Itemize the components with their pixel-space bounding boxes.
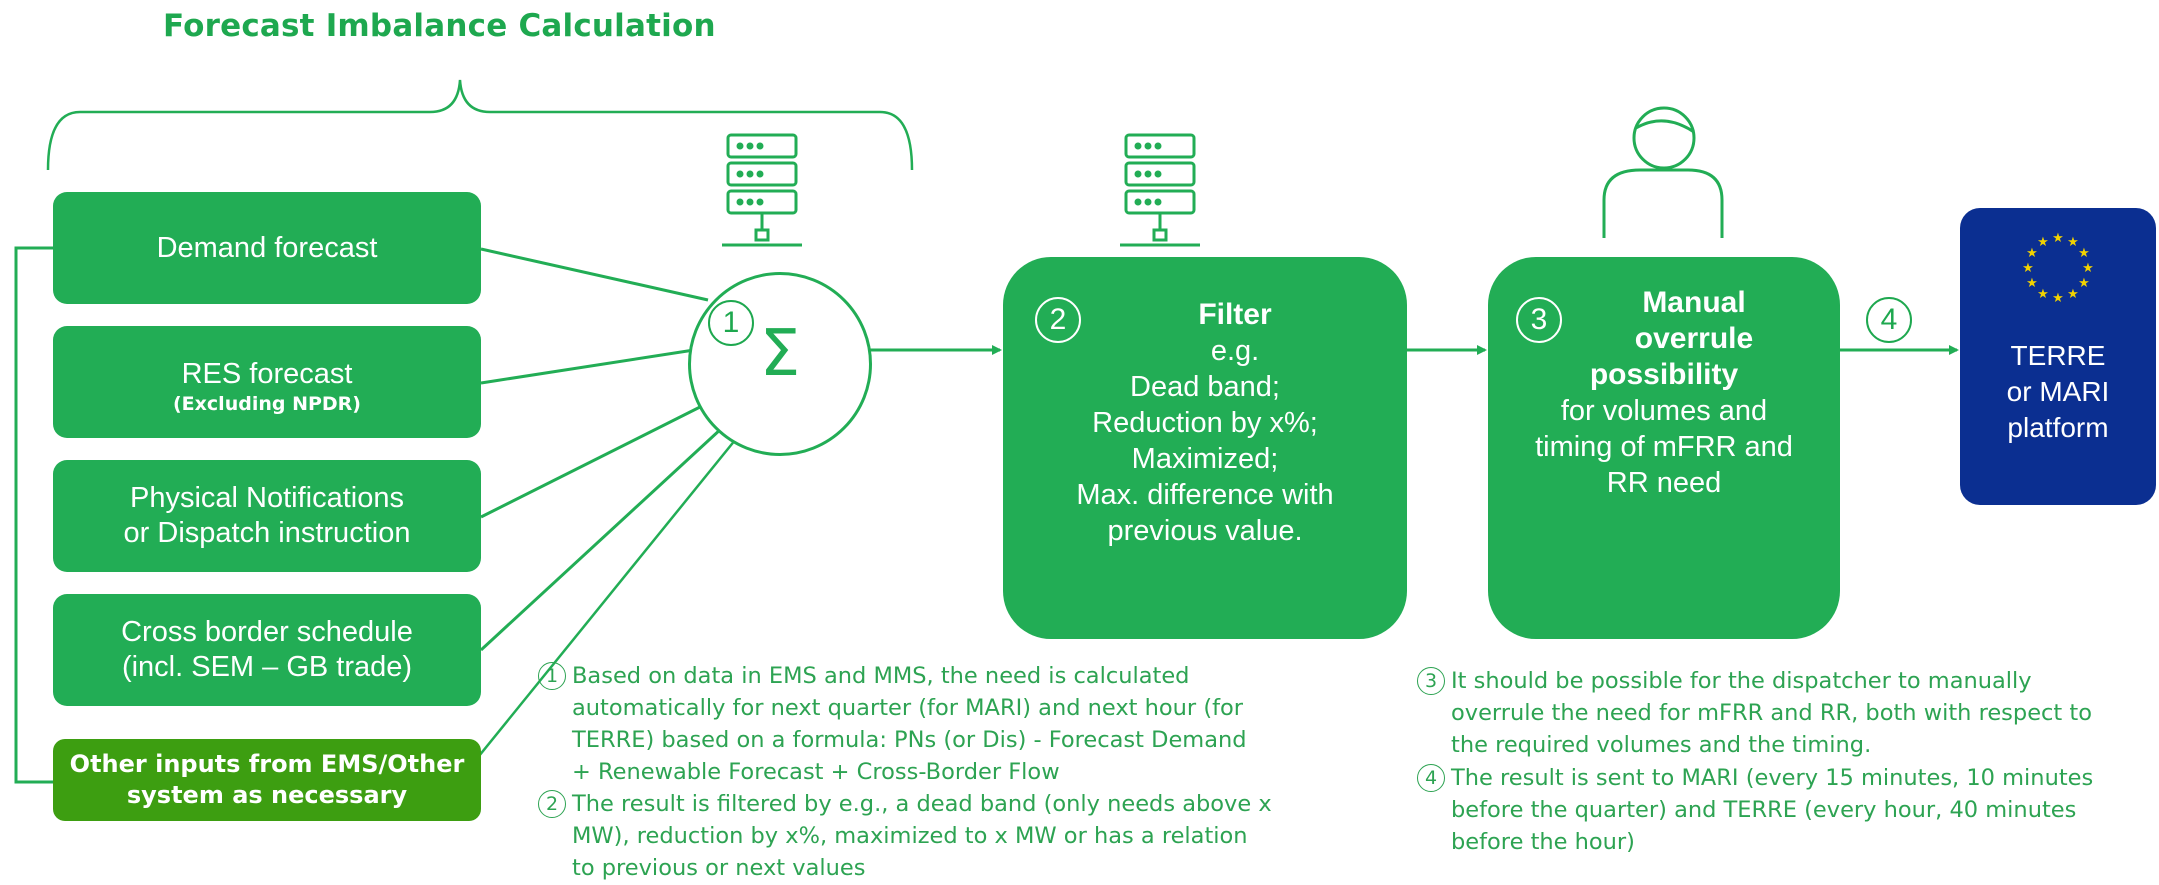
input-label: RES forecast [181,357,353,390]
svg-text:★: ★ [2022,261,2034,276]
manual-line: timing of mFRR and [1535,431,1793,463]
note-line: + Renewable Forecast + Cross-Border Flow [572,759,1060,785]
note-line: overrule the need for mFRR and RR, both … [1451,700,2092,726]
note-line: Based on data in EMS and MMS, the need i… [572,663,1190,689]
svg-text:★: ★ [2082,261,2094,276]
input-label-2: or Dispatch instruction [123,517,411,549]
note-line: The result is filtered by e.g., a dead b… [572,791,1272,817]
svg-text:★: ★ [2052,291,2064,306]
inputs-bracket [14,246,53,784]
svg-text:★: ★ [2037,235,2049,250]
server-icon [1120,133,1200,247]
filter-line: Max. difference with [1076,479,1334,511]
note-line: the required volumes and the timing. [1451,732,1872,758]
note-2: 2 The result is filtered by e.g., a dead… [538,788,1272,884]
svg-text:★: ★ [2078,246,2090,261]
platform-line: or MARI [2006,376,2110,407]
sigma-symbol: Σ [759,317,801,391]
step-number-4: 4 [1866,297,1912,343]
note-number: 2 [538,790,566,818]
filter-line: Reduction by x%; [1092,407,1318,439]
line-res [480,348,695,385]
person-icon [1602,106,1724,238]
filter-line: previous value. [1107,515,1303,547]
input-cross-border-schedule: Cross border schedule (incl. SEM – GB tr… [53,594,481,706]
input-label: Cross border schedule [121,616,413,648]
eu-flag-icon: ★★★ ★★★ ★★★ ★★★ [2022,231,2094,306]
input-label-2: system as necessary [126,781,408,809]
note-4: 4 The result is sent to MARI (every 15 m… [1417,762,2094,858]
platform-line: platform [2007,412,2109,443]
manual-line: RR need [1606,467,1722,499]
line-demand [480,247,709,302]
manual-line: for volumes and [1560,395,1768,427]
filter-line: Dead band; [1130,371,1280,403]
note-number: 1 [538,662,566,690]
step-number-1: 1 [708,300,754,346]
note-number: 3 [1417,667,1445,695]
svg-text:★: ★ [2067,235,2079,250]
step-number-2: 2 [1035,297,1081,343]
note-line: The result is sent to MARI (every 15 min… [1451,765,2094,791]
note-3: 3 It should be possible for the dispatch… [1417,665,2092,761]
input-physical-notifications: Physical Notifications or Dispatch instr… [53,460,481,572]
filter-line: e.g. [1210,335,1260,367]
input-sublabel: (Excluding NPDR) [173,392,361,415]
input-demand-forecast: Demand forecast [53,192,481,304]
note-line: to previous or next values [572,855,866,881]
terre-mari-platform: ★★★ ★★★ ★★★ ★★★ TERRE or MARI platform [1960,208,2156,505]
sum-node: Σ [688,272,872,456]
line-cross [479,426,724,652]
manual-heading-line: possibility [1589,358,1739,391]
input-label-2: (incl. SEM – GB trade) [121,651,413,683]
filter-line: Maximized; [1131,443,1279,475]
input-res-forecast: RES forecast (Excluding NPDR) [53,326,481,438]
svg-text:★: ★ [2052,231,2064,246]
diagram-title: Forecast Imbalance Calculation [163,8,716,44]
note-line: automatically for next quarter (for MARI… [572,695,1244,721]
step-number-3: 3 [1516,297,1562,343]
line-other [465,433,741,773]
manual-overrule-stage: 3 Manual overrule possibility for volume… [1488,257,1840,639]
svg-text:★: ★ [2026,276,2038,291]
input-label: Other inputs from EMS/Other [69,750,465,778]
note-line: before the quarter) and TERRE (every hou… [1451,797,2077,823]
note-number: 4 [1417,764,1445,792]
svg-text:★: ★ [2078,276,2090,291]
input-label: Physical Notifications [130,482,404,514]
note-line: TERRE) based on a formula: PNs (or Dis) … [572,727,1247,753]
svg-text:★: ★ [2026,246,2038,261]
svg-text:★: ★ [2037,287,2049,302]
input-label: Demand forecast [156,231,378,264]
line-pn [480,403,705,519]
note-1: 1 Based on data in EMS and MMS, the need… [538,660,1247,788]
note-line: before the hour) [1451,829,1635,855]
filter-heading: Filter [1198,298,1272,331]
svg-text:★: ★ [2067,287,2079,302]
note-line: MW), reduction by x%, maximized to x MW … [572,823,1248,849]
filter-stage: 2 Filter e.g. Dead band; Reduction by x%… [1003,257,1407,639]
server-icon [722,133,802,247]
input-other-ems: Other inputs from EMS/Other system as ne… [53,739,481,821]
manual-heading-line: overrule [1634,322,1754,355]
manual-heading-line: Manual [1642,286,1746,319]
note-line: It should be possible for the dispatcher… [1451,668,2032,694]
platform-line: TERRE [2010,340,2106,371]
title-bracket [46,79,914,171]
